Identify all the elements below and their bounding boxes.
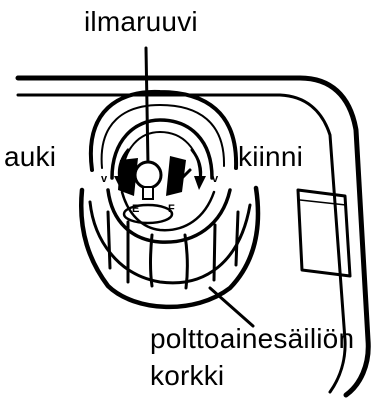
cap-grip-ridge: [108, 212, 110, 268]
cap-shading-left: [118, 158, 138, 196]
closed-arrow: [192, 150, 201, 180]
cap-marking-full: F: [168, 203, 175, 215]
air-screw-leader: [146, 48, 148, 165]
air-screw-knob: [135, 162, 161, 188]
fuel-tank-cap-label-line2: korkki: [150, 362, 224, 390]
fuel-cap-leader: [210, 288, 253, 326]
cap-marking-empty: E: [132, 203, 139, 215]
cap-arrow-mark-left: v: [101, 173, 108, 185]
open-label: auki: [4, 143, 56, 171]
cap-shading-right: [166, 156, 186, 196]
closed-arrow-head: [194, 176, 206, 190]
fuel-tank-cap-label-line1: polttoainesäiliön: [150, 325, 354, 353]
cap-arrow-mark-right: v: [212, 173, 219, 185]
closed-label: kiinni: [238, 143, 303, 171]
air-screw-label: ilmaruuvi: [84, 8, 198, 36]
